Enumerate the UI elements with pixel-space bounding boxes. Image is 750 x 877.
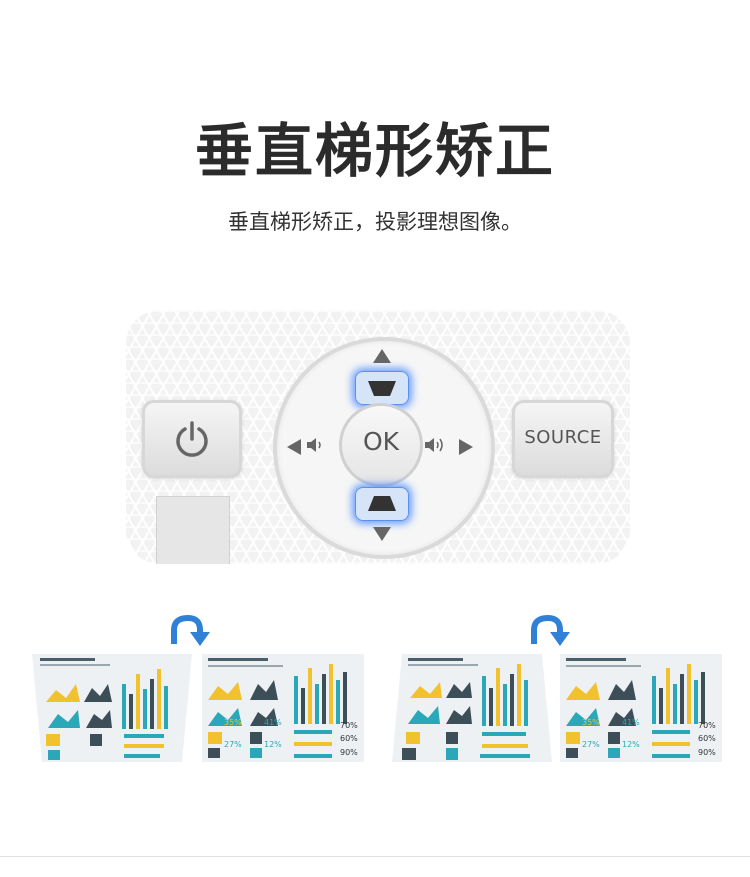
power-icon <box>176 421 208 457</box>
projection-before-2 <box>392 654 552 762</box>
projection-after-2: 35% 41% 27% 12% 70% 60% 90% <box>560 654 722 762</box>
curved-arrow-icon <box>171 614 210 646</box>
arrow-right-icon[interactable] <box>459 439 473 455</box>
distorted-slide-image <box>392 654 552 762</box>
stat-percent: 41% <box>264 718 282 727</box>
arrow-down-icon[interactable] <box>373 527 391 541</box>
volume-down-icon <box>307 438 321 452</box>
stat-percent: 27% <box>582 740 600 749</box>
bottom-divider <box>0 856 750 857</box>
arrow-up-icon[interactable] <box>373 349 391 363</box>
direction-pad[interactable]: OK <box>273 337 495 559</box>
curved-arrow-icon <box>531 614 570 646</box>
stat-percent: 41% <box>622 718 640 727</box>
corrected-slide-image <box>566 664 705 758</box>
stat-percent: 12% <box>622 740 640 749</box>
source-button[interactable]: SOURCE <box>512 400 614 478</box>
corrected-slide-image <box>208 664 347 758</box>
keystone-down-icon <box>368 496 396 511</box>
stat-percent: 35% <box>582 718 600 727</box>
page-subtitle: 垂直梯形矫正，投影理想图像。 <box>228 210 522 234</box>
stat-percent: 12% <box>264 740 282 749</box>
ok-button[interactable]: OK <box>339 403 423 487</box>
keystone-down-button[interactable] <box>355 487 409 521</box>
stat-percent: 60% <box>340 734 358 743</box>
distorted-slide-image <box>32 654 192 762</box>
remote-control-panel: OK SOURCE <box>126 310 630 564</box>
stat-percent: 90% <box>698 748 716 757</box>
stat-percent: 60% <box>698 734 716 743</box>
projection-before-1 <box>32 654 192 762</box>
stat-percent: 27% <box>224 740 242 749</box>
keystone-up-icon <box>368 381 396 396</box>
arrow-left-icon[interactable] <box>287 439 301 455</box>
sensor-window <box>156 496 230 564</box>
page-title: 垂直梯形矫正 <box>194 117 555 185</box>
stat-percent: 70% <box>340 721 358 730</box>
ok-label: OK <box>362 427 400 456</box>
stat-percent: 90% <box>340 748 358 757</box>
volume-up-icon <box>425 438 443 452</box>
keystone-up-button[interactable] <box>355 371 409 405</box>
power-button[interactable] <box>142 400 242 478</box>
projection-after-1: 35% 41% 27% 12% 70% 60% 90% <box>202 654 364 762</box>
stat-percent: 70% <box>698 721 716 730</box>
source-label: SOURCE <box>524 427 602 448</box>
stat-percent: 35% <box>224 718 242 727</box>
